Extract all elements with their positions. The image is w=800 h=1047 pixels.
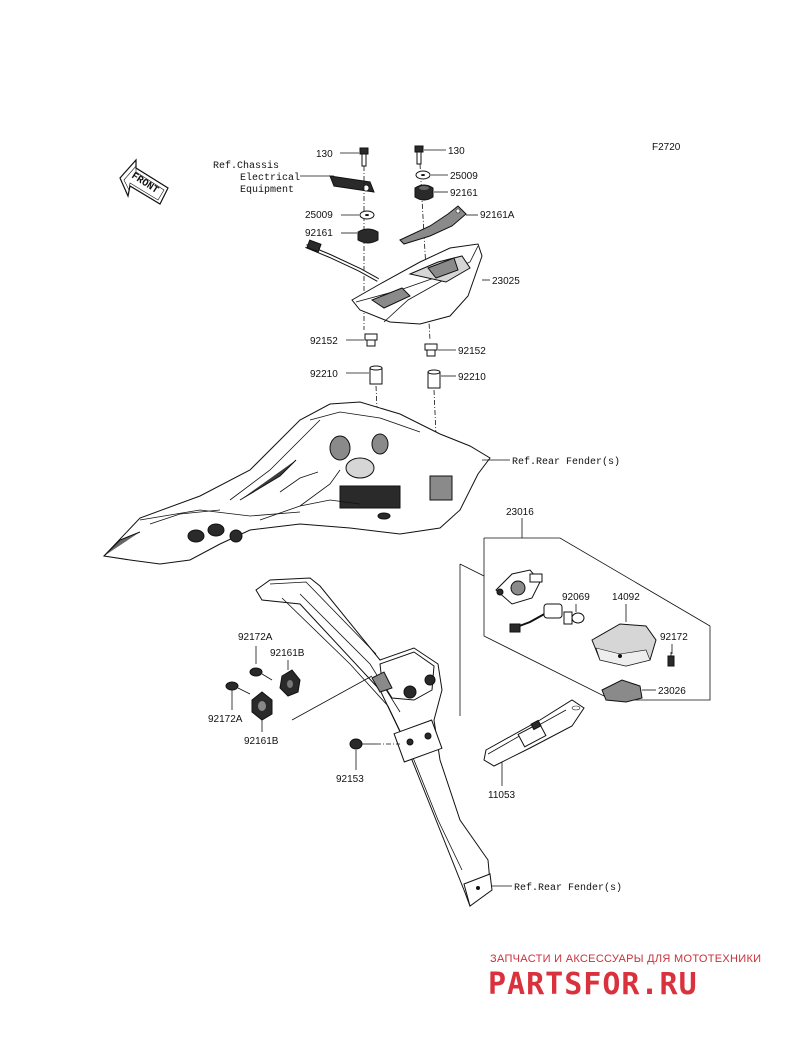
damper-92161b-bottom: [251, 691, 273, 721]
screw-92172: [667, 652, 675, 667]
label-92172a-bottom: 92172A: [208, 714, 243, 725]
washer-right: [415, 170, 431, 180]
ref-chassis-line3: Equipment: [240, 184, 294, 196]
earth-lead: [329, 175, 375, 193]
spacer-right: [427, 369, 441, 389]
label-92161a: 92161A: [480, 210, 515, 221]
washer-left: [359, 210, 375, 220]
damper-right: [414, 184, 434, 201]
screw-92172a-bottom: [225, 681, 251, 695]
label-92161-right: 92161: [450, 188, 478, 199]
bracket-92161a: [399, 205, 467, 245]
bolt-left: [359, 147, 369, 167]
reflector-23026: [601, 679, 643, 703]
collar-right: [424, 343, 438, 357]
figure-code: F2720: [652, 142, 681, 153]
label-11053: 11053: [488, 790, 516, 801]
label-130-right: 130: [448, 146, 465, 157]
label-23025: 23025: [492, 276, 520, 287]
spacer-left: [369, 365, 383, 385]
label-25009-right: 25009: [450, 171, 478, 182]
label-23016: 23016: [506, 507, 534, 518]
ref-chassis-line1: Ref.Chassis: [213, 160, 279, 172]
collar-left: [364, 333, 378, 347]
ref-chassis-line2: Electrical: [240, 172, 300, 184]
label-92152-left: 92152: [310, 336, 338, 347]
label-92069: 92069: [562, 592, 590, 603]
watermark-brand: PARTSFOR.RU: [488, 967, 698, 1002]
screw-92172a-top: [249, 667, 273, 681]
label-92172a-top: 92172A: [238, 632, 273, 643]
watermark-tagline: ЗАПЧАСТИ И АКСЕССУАРЫ ДЛЯ МОТОТЕХНИКИ: [490, 953, 761, 965]
lamp-socket-wire: [509, 603, 563, 633]
plate-bracket-11053: [483, 699, 585, 767]
label-25009-left: 25009: [305, 210, 333, 221]
label-92172: 92172: [660, 632, 688, 643]
label-92161b-top: 92161B: [270, 648, 305, 659]
label-92152-right: 92152: [458, 346, 486, 357]
damper-left: [357, 228, 379, 244]
damper-92161b-top: [279, 669, 301, 697]
ref-rear-fender-top: Ref.Rear Fender(s): [512, 456, 620, 468]
label-14092: 14092: [612, 592, 640, 603]
rear-fender-body: [102, 401, 491, 565]
label-92210-right: 92210: [458, 372, 486, 383]
label-92210-left: 92210: [310, 369, 338, 380]
label-92161b-bottom: 92161B: [244, 736, 279, 747]
license-bracket: [255, 577, 493, 907]
lens-14092: [591, 623, 657, 667]
label-23026: 23026: [658, 686, 686, 697]
front-arrow-icon: FRONT: [119, 158, 169, 205]
ref-rear-fender-bottom: Ref.Rear Fender(s): [514, 882, 622, 894]
lamp-holder: [495, 569, 543, 605]
watermark: ЗАПЧАСТИ И АКСЕССУАРЫ ДЛЯ МОТОТЕХНИКИ PA…: [488, 953, 761, 1002]
label-92153: 92153: [336, 774, 364, 785]
bulb-92069: [563, 611, 585, 625]
label-92161-left: 92161: [305, 228, 333, 239]
label-130-left: 130: [316, 149, 333, 160]
wiring-harness: [305, 239, 379, 282]
bolt-right: [414, 145, 424, 165]
bolt-92153: [349, 738, 376, 750]
tail-cover-23025: [351, 243, 483, 325]
